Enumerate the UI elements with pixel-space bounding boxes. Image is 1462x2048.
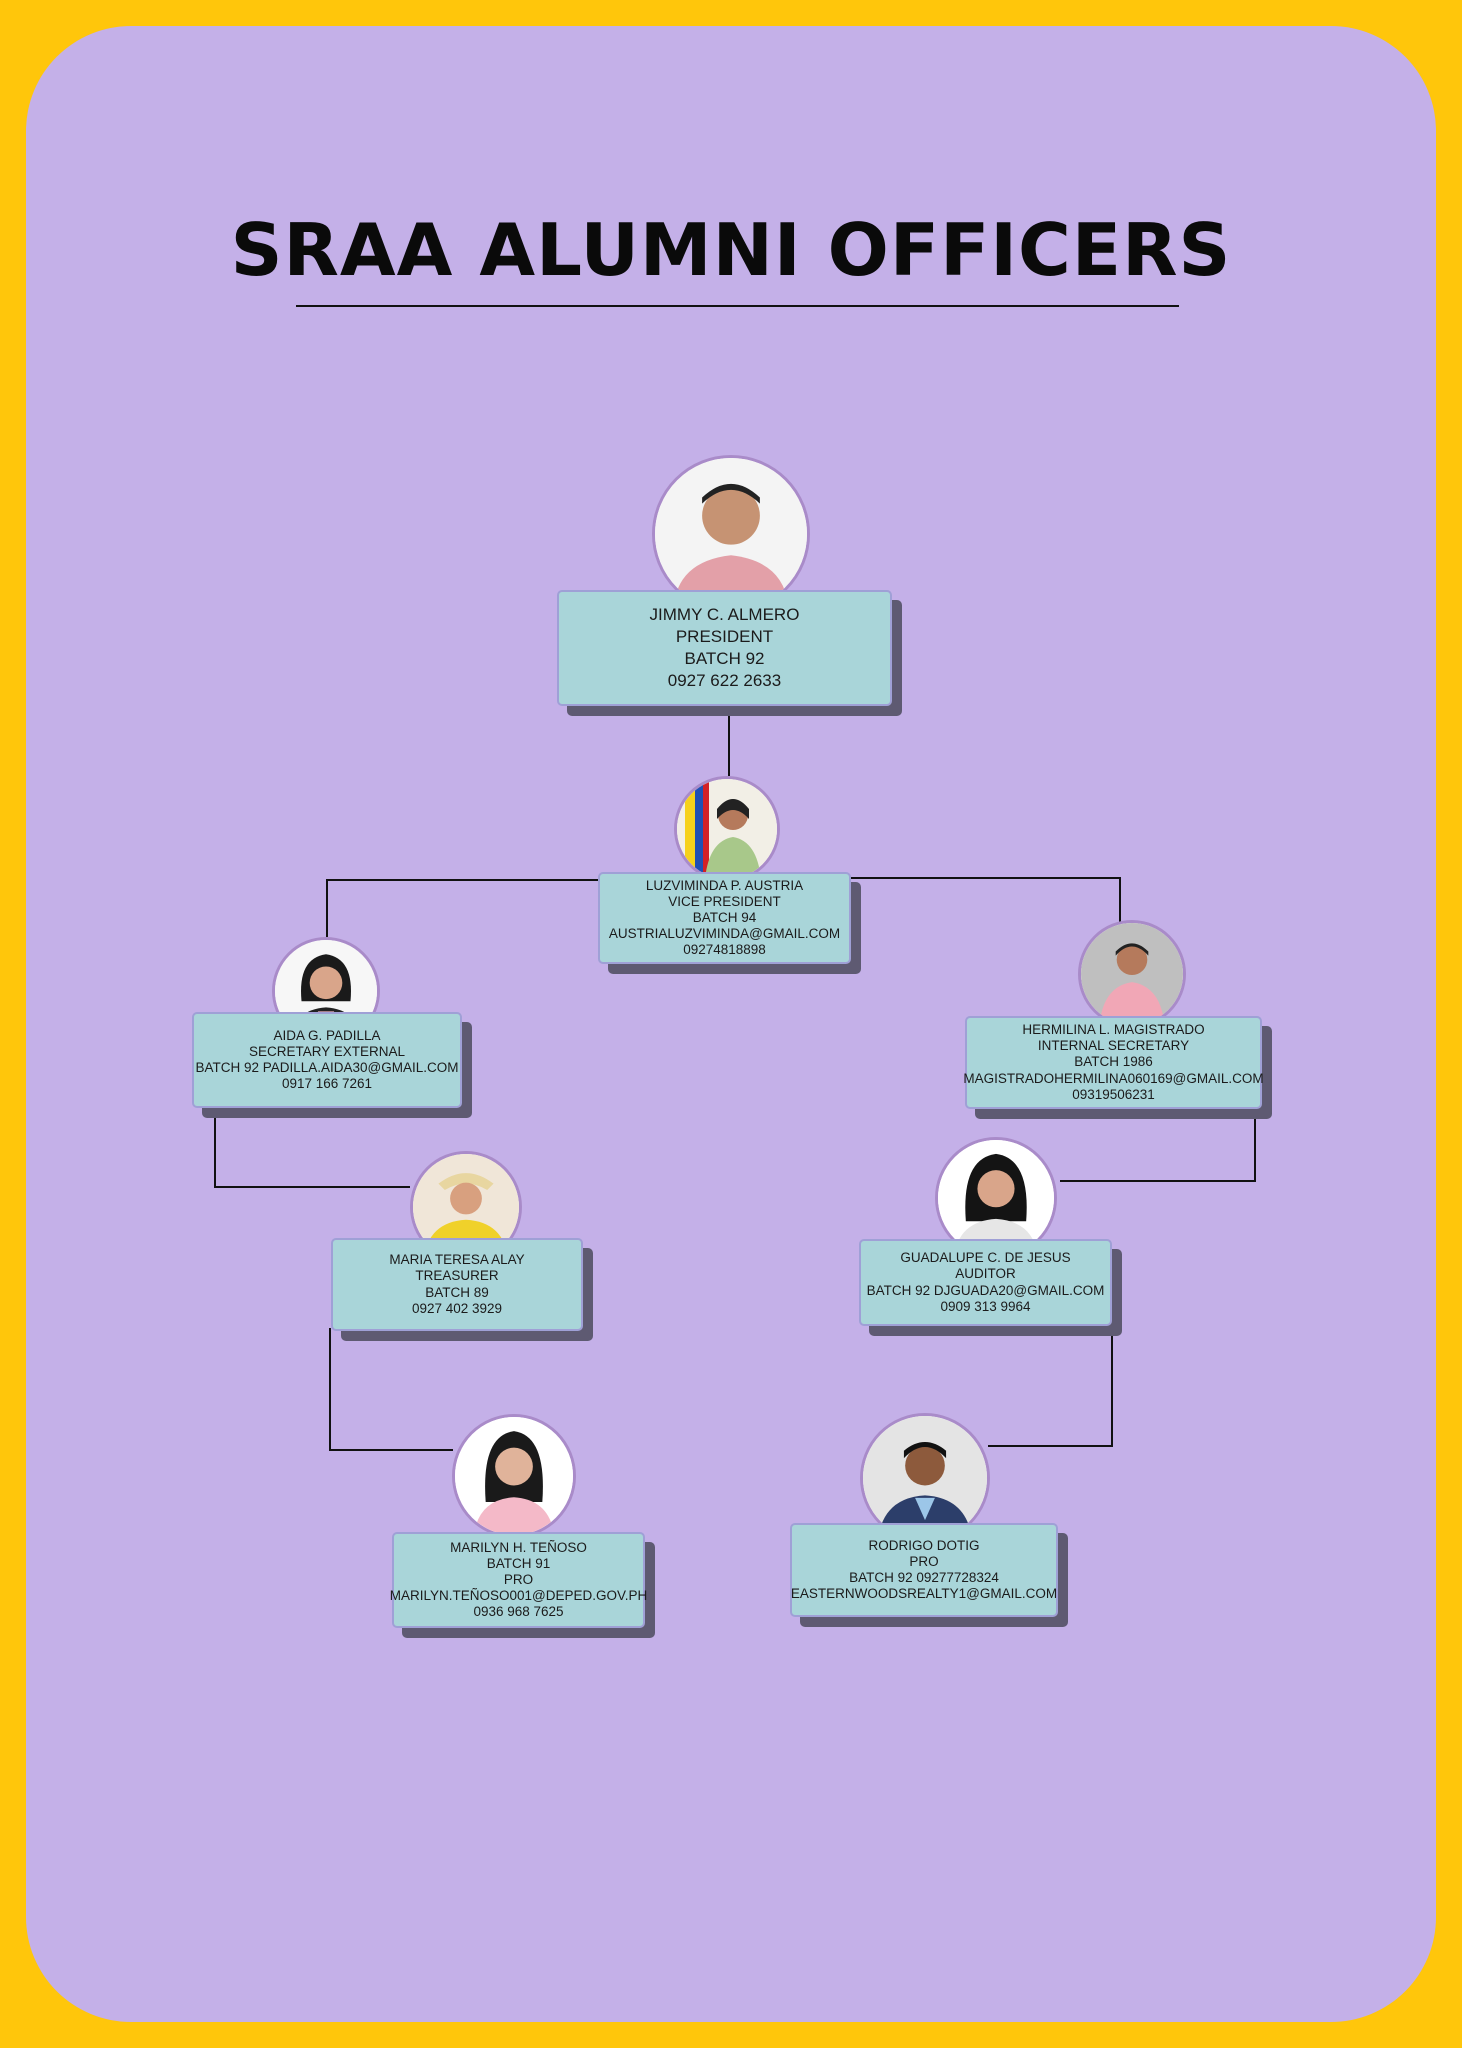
officer-card-secretary-external: AIDA G. PADILLA SECRETARY EXTERNAL BATCH… [192, 1012, 462, 1108]
officer-batch: BATCH 91 [486, 1555, 551, 1571]
connector-treasurer-pro-1 [329, 1328, 453, 1451]
officer-email: AUSTRIALUZVIMINDA@GMAIL.COM [608, 926, 841, 942]
connector-vp-secretary-external [326, 879, 598, 937]
officer-phone: 09274818898 [683, 942, 766, 958]
officer-card-pro-2: RODRIGO DOTIG PRO BATCH 92 09277728324 E… [790, 1523, 1058, 1617]
officer-name: RODRIGO DOTIG [868, 1537, 980, 1553]
officer-email: EASTERNWOODSREALTY1@GMAIL.COM [790, 1586, 1058, 1602]
person-photo-icon [677, 779, 777, 879]
officer-name: AIDA G. PADILLA [273, 1027, 381, 1043]
officer-batch: BATCH 89 [425, 1284, 489, 1300]
officer-name: MARIA TERESA ALAY [389, 1252, 525, 1268]
officer-email: MAGISTRADOHERMILINA060169@GMAIL.COM [963, 1070, 1264, 1086]
person-photo-icon [455, 1417, 573, 1535]
officer-batch-email: BATCH 92 DJGUADA20@GMAIL.COM [866, 1282, 1105, 1298]
avatar-pro-1 [452, 1414, 576, 1538]
officer-position: TREASURER [415, 1268, 499, 1284]
officer-card-president: JIMMY C. ALMERO PRESIDENT BATCH 92 0927 … [557, 590, 892, 706]
connector-auditor-pro-2 [988, 1325, 1113, 1447]
officer-name: JIMMY C. ALMERO [649, 604, 800, 624]
avatar-vice-president [674, 776, 780, 882]
officer-phone: 0927 402 3929 [411, 1300, 503, 1316]
officer-position: INTERNAL SECRETARY [1037, 1038, 1190, 1054]
connector-internal-secretary-auditor [1060, 1110, 1256, 1182]
connector-secretary-external-treasurer [214, 1115, 410, 1188]
person-photo-icon [1081, 923, 1183, 1025]
officer-position: PRESIDENT [675, 626, 774, 646]
officer-position: SECRETARY EXTERNAL [248, 1043, 406, 1059]
officer-batch: BATCH 94 [692, 909, 757, 925]
officer-batch: BATCH 92 [684, 649, 765, 668]
officer-phone: 0927 622 2633 [667, 671, 782, 691]
officer-position: PRO [503, 1571, 534, 1587]
officer-batch-email: BATCH 92 PADILLA.AIDA30@GMAIL.COM [195, 1060, 459, 1075]
officer-batch: BATCH 1986 [1074, 1054, 1153, 1070]
officer-card-pro-1: MARILYN H. TEÑOSO BATCH 91 PRO MARILYN.T… [389, 1532, 648, 1628]
officer-phone: 0917 166 7261 [281, 1076, 373, 1092]
officer-phone: 0936 968 7625 [473, 1604, 564, 1620]
connector-vp-internal-secretary [851, 877, 1121, 922]
person-photo-icon [655, 458, 807, 610]
avatar-internal-secretary [1078, 920, 1186, 1028]
officer-position: PRO [909, 1553, 939, 1569]
officer-position: AUDITOR [955, 1266, 1016, 1282]
officer-name: MARILYN H. TEÑOSO [450, 1539, 587, 1555]
officer-name: LUZVIMINDA P. AUSTRIA [645, 877, 804, 893]
avatar-auditor [935, 1137, 1057, 1259]
officer-card-vice-president: LUZVIMINDA P. AUSTRIA VICE PRESIDENT BAT… [598, 872, 851, 964]
officer-card-treasurer: MARIA TERESA ALAY TREASURER BATCH 89 092… [331, 1238, 583, 1331]
person-photo-icon [863, 1416, 987, 1540]
title-underline [296, 305, 1179, 307]
officer-name: GUADALUPE C. DE JESUS [900, 1250, 1071, 1266]
officer-batch-phone: BATCH 92 09277728324 [849, 1570, 999, 1585]
officer-card-internal-secretary: HERMILINA L. MAGISTRADO INTERNAL SECRETA… [963, 1016, 1264, 1109]
page-title: SRAA ALUMNI OFFICERS [230, 208, 1232, 292]
officer-email: MARILYN.TEÑOSO001@DEPED.GOV.PH [389, 1588, 648, 1604]
avatar-pro-2 [860, 1413, 990, 1543]
officer-phone: 0909 313 9964 [940, 1298, 1031, 1314]
officer-phone: 09319506231 [1072, 1086, 1155, 1102]
officer-position: VICE PRESIDENT [668, 893, 781, 909]
officer-card-auditor: GUADALUPE C. DE JESUS AUDITOR BATCH 92 D… [859, 1239, 1112, 1326]
officer-name: HERMILINA L. MAGISTRADO [1022, 1022, 1205, 1038]
